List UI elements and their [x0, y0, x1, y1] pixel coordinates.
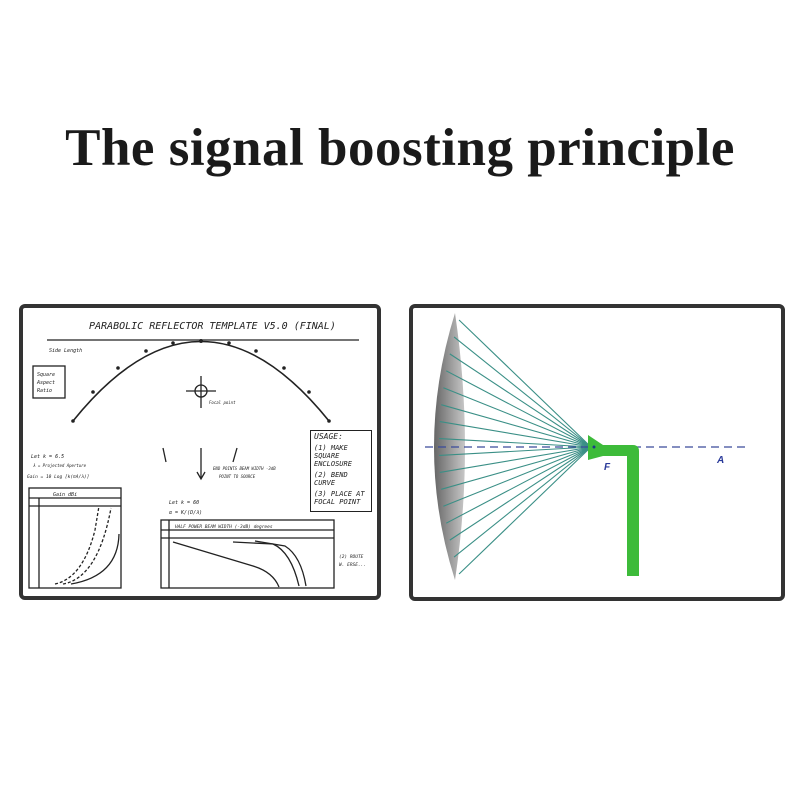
reflected-ray [445, 446, 592, 524]
reflected-ray [449, 353, 592, 448]
axis-label: A [716, 455, 724, 466]
reflected-ray [458, 446, 592, 575]
reflected-ray [449, 446, 592, 541]
aspect-box-label: Ratio [37, 388, 52, 394]
template-sketch: PARABOLIC REFLECTOR TEMPLATE V5.0 (FINAL… [27, 321, 366, 589]
reflector-diagram: F A [425, 313, 749, 580]
reflected-ray [439, 446, 592, 473]
usage-step: (1) MAKE SQUARE ENCLOSURE [314, 444, 352, 468]
beam-formula: Let k = 60 [169, 500, 199, 506]
reflected-ray [458, 319, 592, 448]
beam-formula: α = K/(D/λ) [169, 510, 202, 516]
focal-point-label: Focal point [209, 400, 236, 405]
feed-horn-and-cable [588, 435, 639, 576]
reflector-diagram-panel: F A [409, 304, 785, 601]
aspect-ratio-box [32, 365, 66, 399]
page-title: The signal boosting principle [65, 119, 735, 177]
reflected-ray [439, 437, 592, 448]
usage-step: (3) PLACE AT FOCAL POINT [314, 490, 365, 506]
usage-step: (2) BEND CURVE [314, 471, 348, 487]
template-heading: PARABOLIC REFLECTOR TEMPLATE V5.0 (FINAL… [89, 321, 336, 332]
usage-box: USAGE: (1) MAKE SQUARE ENCLOSURE (2) BEN… [310, 430, 372, 512]
reflected-ray [439, 421, 592, 448]
route-note: (2) ROUTE [339, 554, 364, 560]
reflected-ray [441, 446, 592, 490]
reflected-ray [443, 446, 592, 507]
aspect-box-label: Aspect [36, 380, 55, 386]
side-length-label: Side Length [49, 348, 82, 354]
reflected-ray [445, 370, 592, 448]
reflected-ray [439, 446, 592, 457]
center-note: END POINTS BEAM WIDTH -3dB [213, 466, 276, 471]
beam-table-title: HALF POWER BEAM WIDTH (-3dB) degrees [174, 524, 273, 530]
gain-table-title: Gain dBi [53, 492, 77, 498]
gain-formula: λ = Projected Aperture [33, 463, 87, 468]
beam-width-table [160, 519, 335, 589]
focal-point-marker [592, 445, 596, 449]
aspect-box-label: Square [37, 372, 55, 378]
parabolic-dish [434, 313, 465, 580]
parabolic-template-sketch-panel: PARABOLIC REFLECTOR TEMPLATE V5.0 (FINAL… [19, 304, 381, 600]
reflected-ray [441, 404, 592, 448]
gain-formula: Gain = 10 Log [k(πA/λ)] [27, 474, 90, 480]
center-note: POINT TO SOURCE [219, 474, 256, 479]
reflected-ray [443, 387, 592, 448]
gain-formula: Let k = 6.5 [31, 454, 64, 460]
route-note: W. ERSE... [339, 562, 366, 568]
focus-label: F [604, 462, 611, 473]
reflected-ray [453, 336, 592, 448]
gain-table [28, 487, 122, 589]
usage-title: USAGE: [314, 432, 343, 441]
reflected-ray [453, 446, 592, 558]
